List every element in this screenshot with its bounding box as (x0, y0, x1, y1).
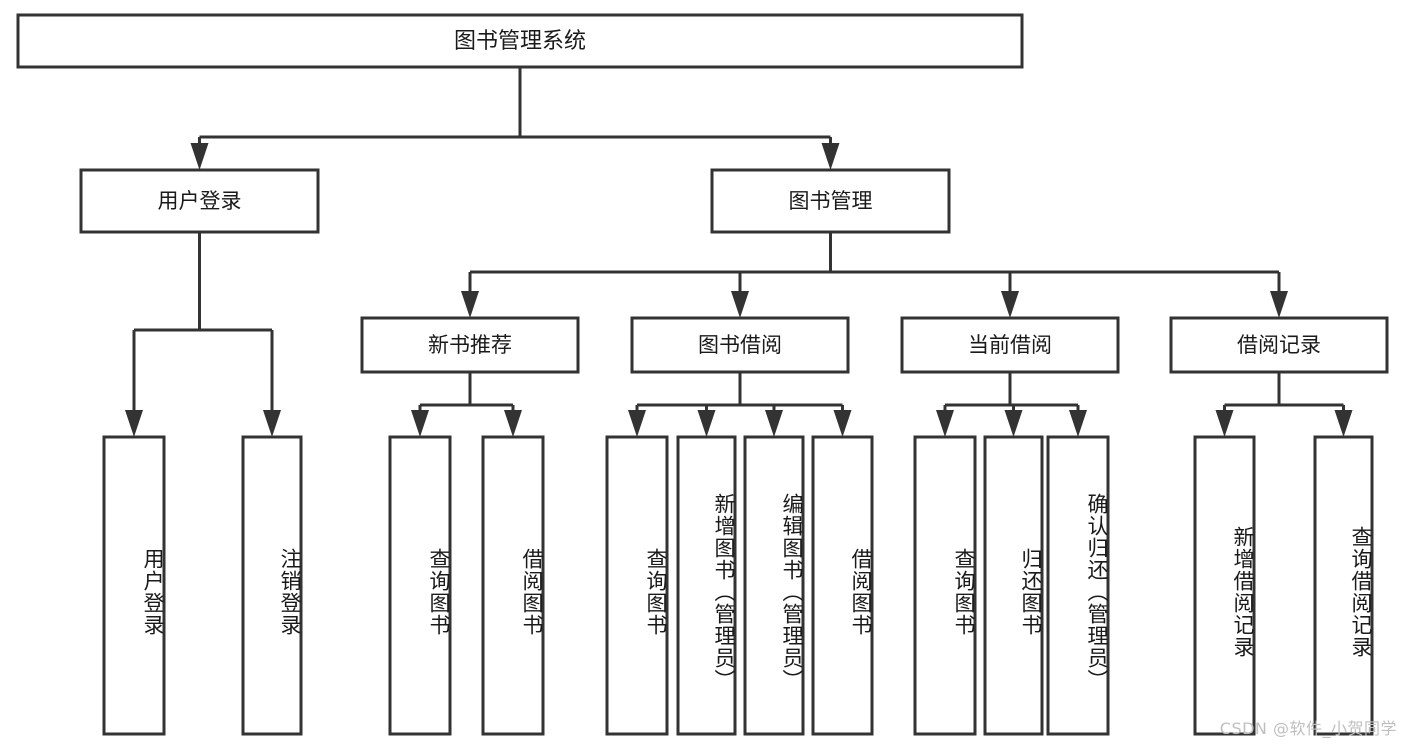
arrow-head-icon (833, 410, 852, 437)
leaf-node-10[interactable] (1046, 435, 1110, 736)
arrow-head-icon (936, 410, 954, 437)
level3-node-3[interactable]: 借阅记录 (1169, 316, 1389, 374)
root-node-book-management-system[interactable]: 图书管理系统 (16, 13, 1024, 69)
level3-node-0-rect (360, 316, 580, 374)
arrow-head-icon (1069, 410, 1087, 437)
arrow-head-icon (263, 410, 281, 437)
level2-node-0[interactable]: 用户登录 (79, 168, 320, 234)
leaf-node-4[interactable] (605, 435, 669, 736)
root-node-book-management-system-label: 图书管理系统 (454, 29, 586, 54)
leaf-node-6[interactable] (743, 435, 805, 736)
level3-node-0[interactable]: 新书推荐 (360, 316, 580, 374)
leaf-node-5[interactable] (676, 435, 737, 736)
arrow-head-icon (731, 291, 749, 318)
leaf-node-9[interactable] (983, 435, 1044, 736)
leaf-node-7[interactable] (811, 435, 874, 736)
arrow-head-icon (411, 410, 429, 437)
leaf-node-8[interactable] (913, 435, 977, 736)
level2-node-0-rect (79, 168, 320, 234)
level3-node-1-label: 图书借阅 (698, 333, 782, 357)
level2-node-0-label: 用户登录 (158, 189, 242, 213)
arrow-head-icon (125, 410, 143, 437)
leaf-node-2[interactable] (388, 435, 452, 736)
level3-node-1-rect (630, 316, 850, 374)
leaf-node-6-rect (743, 435, 805, 736)
leaf-node-11[interactable] (1193, 435, 1256, 736)
arrow-head-icon (1215, 410, 1234, 437)
leaf-node-3[interactable] (481, 435, 545, 736)
level3-node-0-label: 新书推荐 (428, 333, 512, 357)
level3-node-3-rect (1169, 316, 1389, 374)
arrow-head-icon (1004, 410, 1023, 437)
arrow-head-icon (461, 291, 479, 318)
leaf-node-12-rect (1313, 435, 1374, 736)
level2-node-1-rect (710, 168, 951, 234)
leaf-node-2-rect (388, 435, 452, 736)
arrow-head-icon (504, 410, 522, 437)
arrow-head-icon (1001, 291, 1019, 318)
root-node-book-management-system-rect (16, 13, 1024, 69)
arrow-head-icon (1334, 410, 1353, 437)
leaf-node-0[interactable] (102, 435, 166, 736)
connectors-layer (125, 67, 1353, 437)
level3-node-2-rect (900, 316, 1120, 374)
leaf-node-3-rect (481, 435, 545, 736)
arrow-head-icon (765, 410, 783, 437)
leaf-node-10-rect (1046, 435, 1110, 736)
leaf-node-7-rect (811, 435, 874, 736)
arrow-head-icon (628, 410, 646, 437)
leaf-node-8-rect (913, 435, 977, 736)
level2-node-1[interactable]: 图书管理 (710, 168, 951, 234)
arrow-head-icon (1270, 291, 1288, 318)
leaf-node-12[interactable] (1313, 435, 1374, 736)
level3-node-1[interactable]: 图书借阅 (630, 316, 850, 374)
csdn-watermark: CSDN @软件_小贺同学 (1219, 719, 1397, 738)
arrow-head-icon (697, 410, 716, 437)
level3-node-2[interactable]: 当前借阅 (900, 316, 1120, 374)
arrow-head-icon (821, 143, 840, 170)
leaf-node-9-rect (983, 435, 1044, 736)
level3-node-3-label: 借阅记录 (1237, 333, 1321, 357)
leaf-node-0-rect (102, 435, 166, 736)
leaf-node-1-rect (241, 435, 303, 736)
leaf-node-4-rect (605, 435, 669, 736)
leaf-node-11-rect (1193, 435, 1256, 736)
level2-node-1-label: 图书管理 (789, 189, 873, 213)
leaf-node-1[interactable] (241, 435, 303, 736)
leaf-node-5-rect (676, 435, 737, 736)
level3-node-2-label: 当前借阅 (968, 333, 1052, 357)
arrow-head-icon (190, 143, 209, 170)
